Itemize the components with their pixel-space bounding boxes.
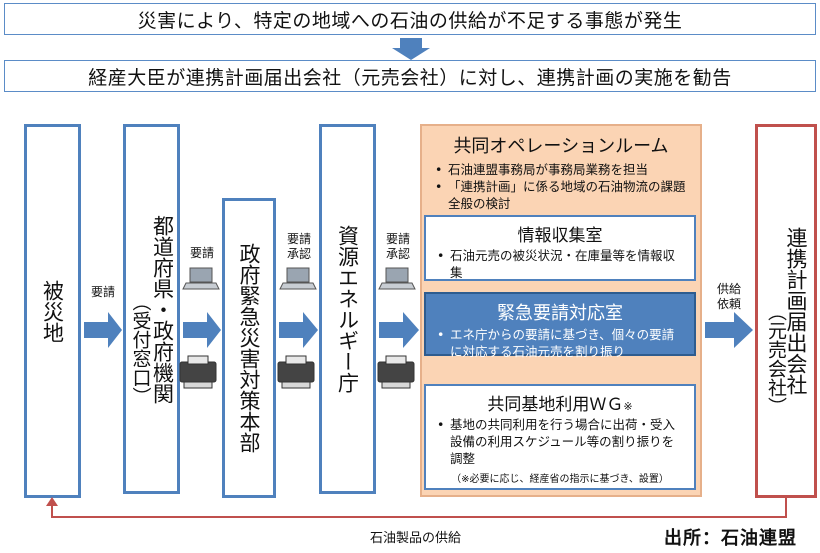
info-room-bullets: 石油元売の被災状況・在庫量等を情報収集	[434, 248, 686, 282]
second-banner: 経産大臣が連携計画届出会社（元売会社）に対し、連携計画の実施を勧告	[4, 60, 816, 92]
agency-box: 資源エネルギー庁	[319, 124, 376, 494]
disaster-area-box: 被災地	[24, 124, 81, 498]
laptop-icon	[182, 267, 220, 290]
arrow-4	[379, 312, 419, 348]
info-room-title: 情報収集室	[517, 226, 603, 246]
return-arrowhead	[46, 497, 58, 506]
arrow-label-4-line2: 承認	[385, 247, 410, 261]
arrow-1	[84, 312, 122, 348]
arrow-label-2: 要請	[189, 246, 214, 260]
source-label: 出所：石油連盟	[664, 528, 797, 549]
emergency-room-title: 緊急要請対応室	[497, 303, 623, 324]
down-arrow	[392, 38, 430, 60]
operation-room-bullet: 石油連盟事務局が事務局業務を担当	[432, 162, 692, 179]
fax-icon	[179, 355, 217, 389]
second-banner-text: 経産大臣が連携計画届出会社（元売会社）に対し、連携計画の実施を勧告	[88, 66, 732, 89]
wg-box: 共同基地利用ＷＧ※ 基地の共同利用を行う場合に出荷・受入設備の利用スケジュール等…	[424, 384, 696, 490]
supply-label: 石油製品の供給	[370, 531, 462, 546]
prefecture-sub-label: （受付窓口）	[129, 292, 152, 406]
arrow-label-1: 要請	[90, 285, 115, 299]
wg-note: （※必要に応じ、経産省の指示に基づき、設置）	[451, 473, 669, 485]
wg-title-row: 共同基地利用ＷＧ※	[434, 390, 686, 415]
emergency-room-bullets: エネ庁からの要請に基づき、個々の要請に対応する石油元売を割り振り	[434, 327, 686, 361]
company-sub-label: （元売会社）	[764, 302, 787, 416]
arrow-label-5-line1: 供給	[716, 282, 741, 296]
prefecture-box: 都道府県・政府機関 （受付窓口）	[123, 124, 180, 494]
operation-room-bullets: 石油連盟事務局が事務局業務を担当 「連携計画」に係る地域の石油物流の課題全般の検…	[432, 162, 692, 213]
wg-title-mark: ※	[623, 400, 633, 413]
arrow-label-5-line2: 依頼	[716, 297, 741, 311]
wg-bullets: 基地の共同利用を行う場合に出荷・受入設備の利用スケジュール等の割り振りを調整	[434, 417, 686, 468]
laptop-icon	[378, 267, 416, 290]
arrow-label-3-line1: 要請	[286, 232, 311, 246]
govt-hq-label: 政府緊急災害対策本部	[237, 243, 262, 453]
arrow-label-4: 要請 承認	[381, 232, 415, 262]
emergency-room-bullet: エネ庁からの要請に基づき、個々の要請に対応する石油元売を割り振り	[434, 327, 686, 361]
agency-label: 資源エネルギー庁	[335, 225, 360, 393]
fax-icon	[277, 355, 315, 389]
arrow-label-4-line1: 要請	[385, 232, 410, 246]
emergency-room-box: 緊急要請対応室 エネ庁からの要請に基づき、個々の要請に対応する石油元売を割り振り	[424, 292, 696, 359]
wg-title: 共同基地利用ＷＧ	[487, 395, 624, 415]
govt-hq-box: 政府緊急災害対策本部	[222, 198, 276, 498]
fax-icon	[377, 355, 415, 389]
arrow-3	[279, 312, 318, 348]
return-line	[51, 498, 787, 518]
top-banner-text: 災害により、特定の地域への石油の供給が不足する事態が発生	[137, 9, 683, 32]
arrow-label-3: 要請 承認	[282, 232, 316, 262]
laptop-icon	[279, 267, 317, 290]
arrow-label-5: 供給 依頼	[712, 282, 746, 312]
arrow-label-3-line2: 承認	[286, 247, 311, 261]
wg-bullet: 基地の共同利用を行う場合に出荷・受入設備の利用スケジュール等の割り振りを調整	[434, 417, 686, 468]
arrow-2	[183, 312, 221, 348]
top-banner: 災害により、特定の地域への石油の供給が不足する事態が発生	[4, 3, 816, 35]
operation-room-bullet: 「連携計画」に係る地域の石油物流の課題全般の検討	[432, 179, 692, 213]
prefecture-label: 都道府県・政府機関	[150, 214, 175, 404]
disaster-area-label: 被災地	[40, 279, 65, 343]
info-room-bullet: 石油元売の被災状況・在庫量等を情報収集	[434, 248, 686, 282]
info-room-box: 情報収集室 石油元売の被災状況・在庫量等を情報収集	[424, 215, 696, 281]
company-box: 連携計画届出会社 （元売会社）	[755, 124, 817, 498]
operation-room-title: 共同オペレーションルーム	[453, 136, 669, 157]
arrow-5	[705, 312, 753, 348]
company-label: 連携計画届出会社	[783, 227, 808, 395]
